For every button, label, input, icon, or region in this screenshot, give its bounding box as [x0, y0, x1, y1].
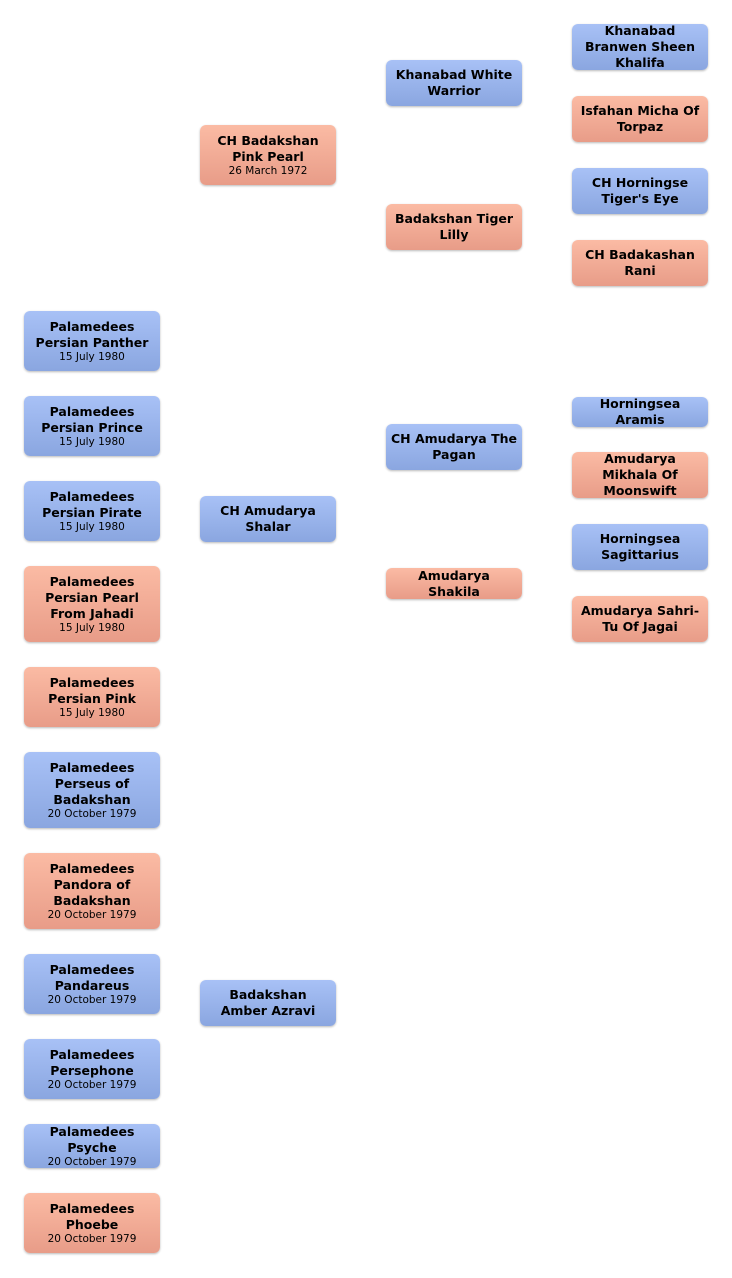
great-grandparent-name: Isfahan Micha Of Torpaz [580, 103, 700, 134]
offspring-date: 20 October 1979 [47, 807, 137, 820]
offspring-node[interactable]: Palamedees Persian Panther 15 July 1980 [24, 311, 160, 371]
offspring-date: 15 July 1980 [59, 435, 125, 448]
offspring-node[interactable]: Palamedees Persian Pearl From Jahadi 15 … [24, 566, 160, 642]
parent-node[interactable]: CH Amudarya Shalar [200, 496, 336, 542]
offspring-date: 20 October 1979 [47, 1232, 137, 1245]
great-grandparent-name: Amudarya Mikhala Of Moonswift [602, 451, 678, 498]
grandparent-node[interactable]: Amudarya Shakila [386, 568, 522, 599]
offspring-node[interactable]: Palamedees Perseus of Badakshan 20 Octob… [24, 752, 160, 828]
great-grandparent-name: Amudarya Sahri-Tu Of Jagai [580, 603, 700, 634]
offspring-date: 15 July 1980 [59, 706, 125, 719]
great-grandparent-name: Horningsea Aramis [599, 396, 681, 427]
great-grandparent-node[interactable]: Khanabad Branwen Sheen Khalifa [572, 23, 708, 70]
offspring-name: Palamedees Perseus of Badakshan [49, 759, 135, 807]
offspring-name: Palamedees Persian Panther [35, 318, 149, 350]
great-grandparent-node[interactable]: Horningsea Sagittarius [572, 524, 708, 570]
great-grandparent-node[interactable]: CH Badakashan Rani [572, 240, 708, 286]
great-grandparent-name: CH Badakashan Rani [585, 247, 695, 278]
parent-date: 26 March 1972 [228, 164, 308, 177]
grandparent-node[interactable]: Badakshan Tiger Lilly [386, 204, 522, 250]
great-grandparent-node[interactable]: CH Horningse Tiger's Eye [572, 168, 708, 214]
offspring-node[interactable]: Palamedees Persephone 20 October 1979 [24, 1039, 160, 1099]
offspring-name: Palamedees Persian Pirate [42, 488, 142, 520]
offspring-node[interactable]: Palamedees Persian Prince 15 July 1980 [24, 396, 160, 456]
grandparent-name: Badakshan Tiger Lilly [394, 211, 514, 242]
offspring-date: 20 October 1979 [47, 908, 137, 921]
great-grandparent-node[interactable]: Isfahan Micha Of Torpaz [572, 96, 708, 142]
parent-name: Badakshan Amber Azravi [220, 987, 316, 1018]
offspring-name: Palamedees Psyche [49, 1123, 135, 1155]
grandparent-name: Amudarya Shakila [418, 567, 490, 599]
offspring-node[interactable]: Palamedees Psyche 20 October 1979 [24, 1124, 160, 1168]
offspring-name: Palamedees Persian Pink [48, 674, 136, 706]
offspring-name: Palamedees Pandora of Badakshan [49, 860, 135, 908]
parent-name: CH Amudarya Shalar [220, 503, 316, 534]
parent-name: CH Badakshan Pink Pearl [217, 132, 319, 164]
offspring-date: 20 October 1979 [47, 1078, 137, 1091]
great-grandparent-name: Khanabad Branwen Sheen Khalifa [584, 23, 696, 70]
offspring-date: 20 October 1979 [47, 993, 137, 1006]
great-grandparent-name: CH Horningse Tiger's Eye [591, 175, 689, 206]
parent-node[interactable]: Badakshan Amber Azravi [200, 980, 336, 1026]
grandparent-name: Khanabad White Warrior [395, 67, 513, 98]
offspring-node[interactable]: Palamedees Pandora of Badakshan 20 Octob… [24, 853, 160, 929]
offspring-name: Palamedees Persian Pearl From Jahadi [45, 573, 139, 621]
offspring-node[interactable]: Palamedees Pandareus 20 October 1979 [24, 954, 160, 1014]
offspring-node[interactable]: Palamedees Phoebe 20 October 1979 [24, 1193, 160, 1253]
offspring-name: Palamedees Persian Prince [41, 403, 143, 435]
great-grandparent-name: Horningsea Sagittarius [599, 531, 681, 562]
offspring-node[interactable]: Palamedees Persian Pirate 15 July 1980 [24, 481, 160, 541]
offspring-node[interactable]: Palamedees Persian Pink 15 July 1980 [24, 667, 160, 727]
great-grandparent-node[interactable]: Horningsea Aramis [572, 396, 708, 427]
grandparent-name: CH Amudarya The Pagan [391, 431, 517, 462]
offspring-date: 15 July 1980 [59, 621, 125, 634]
offspring-date: 15 July 1980 [59, 520, 125, 533]
parent-node[interactable]: CH Badakshan Pink Pearl 26 March 1972 [200, 125, 336, 185]
offspring-name: Palamedees Pandareus [49, 961, 135, 993]
great-grandparent-node[interactable]: Amudarya Mikhala Of Moonswift [572, 451, 708, 498]
offspring-date: 20 October 1979 [47, 1155, 137, 1168]
offspring-name: Palamedees Persephone [49, 1046, 135, 1078]
offspring-name: Palamedees Phoebe [49, 1200, 135, 1232]
offspring-date: 15 July 1980 [59, 350, 125, 363]
grandparent-node[interactable]: Khanabad White Warrior [386, 60, 522, 106]
great-grandparent-node[interactable]: Amudarya Sahri-Tu Of Jagai [572, 596, 708, 642]
grandparent-node[interactable]: CH Amudarya The Pagan [386, 424, 522, 470]
